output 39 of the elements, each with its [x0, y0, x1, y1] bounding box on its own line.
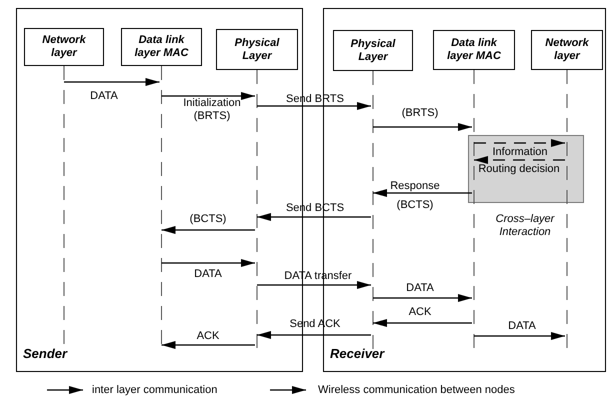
dashed-arrow [474, 139, 565, 147]
arrow [474, 332, 565, 340]
edge-label: DATA [193, 268, 223, 281]
arrow [257, 102, 371, 110]
legend-label: inter layer communication [92, 384, 218, 397]
edge-label: DATA [405, 282, 435, 295]
arrow [162, 92, 255, 100]
arrow [257, 213, 371, 221]
arrow [162, 259, 255, 267]
legend-label: Wireless communication between nodes [318, 384, 515, 397]
arrow [373, 123, 472, 131]
arrow [64, 78, 160, 86]
edge-label: ACK [196, 330, 220, 343]
edge-label: DATA [89, 90, 119, 103]
panel-title: Sender [23, 344, 68, 362]
arrow [373, 294, 472, 302]
layer-label: Network layer [544, 37, 590, 63]
arrow [257, 281, 371, 289]
edge-label: Information [491, 146, 549, 159]
arrow [162, 341, 255, 349]
edge-label: Routing decision [477, 163, 561, 176]
layer-label: Physical Layer [234, 36, 280, 62]
edge-label: Initialization (BRTS) [182, 97, 242, 123]
arrow [373, 319, 472, 327]
edge-label: (BRTS) [400, 107, 440, 120]
panel-title: Receiver [330, 344, 384, 362]
layer-label: Physical Layer [350, 38, 396, 64]
edge-label: ACK [408, 306, 432, 319]
edge-label: DATA [507, 320, 537, 333]
arrow [257, 331, 371, 339]
layer-label: Data link layer MAC [446, 37, 502, 63]
edge-label: (BCTS) [188, 213, 228, 226]
layer-label: Network layer [41, 34, 87, 60]
edge-label: Response (BCTS) [389, 179, 441, 213]
arrow [162, 226, 255, 234]
layer-label: Data link layer MAC [134, 34, 190, 60]
dashed-arrow [474, 156, 565, 164]
area-caption: Cross–layer Interaction [494, 213, 556, 239]
arrow [373, 189, 472, 197]
